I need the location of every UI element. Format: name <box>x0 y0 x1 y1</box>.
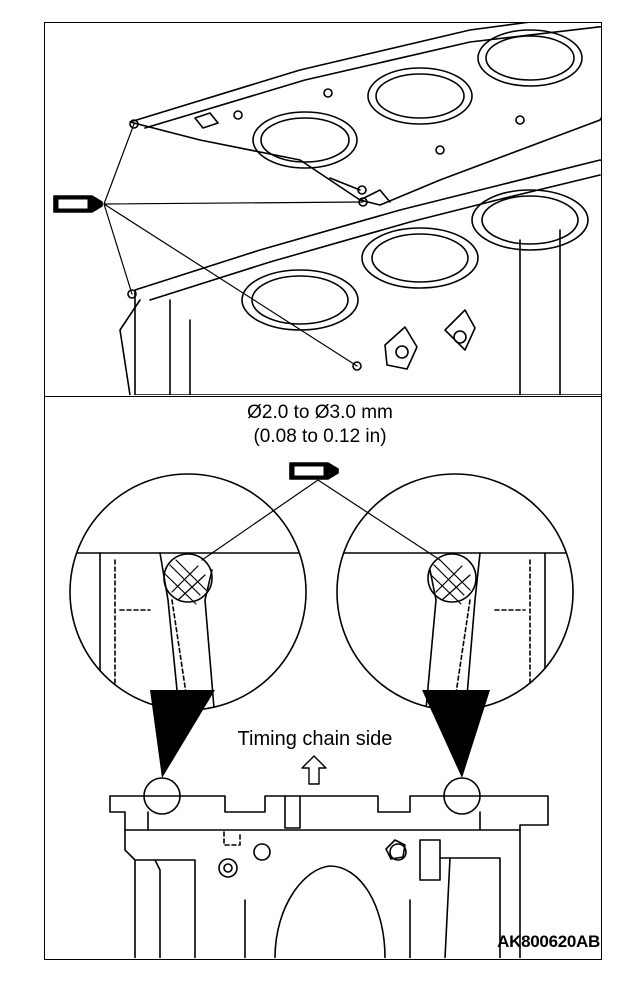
sealant-diameter-in: (0.08 to 0.12 in) <box>253 426 387 447</box>
left-zoom-wedge <box>150 690 215 778</box>
head-gasket-view <box>103 23 601 395</box>
cylinder-block-front <box>109 795 549 958</box>
up-arrow-icon <box>301 755 327 785</box>
timing-chain-side-label: Timing chain side <box>237 728 393 750</box>
figure-reference-code: AK800620AB <box>497 932 600 951</box>
left-detail-circle <box>69 473 307 711</box>
sealant-tube-icon <box>289 462 339 480</box>
right-seal-point <box>443 777 481 815</box>
left-seal-point <box>143 777 181 815</box>
diagram-frame <box>44 22 602 960</box>
panel-divider <box>44 396 602 397</box>
right-zoom-wedge <box>422 690 490 778</box>
sealant-diameter-mm: Ø2.0 to Ø3.0 mm <box>247 402 393 423</box>
sealant-tube-icon <box>53 195 103 213</box>
right-detail-circle <box>336 473 574 711</box>
